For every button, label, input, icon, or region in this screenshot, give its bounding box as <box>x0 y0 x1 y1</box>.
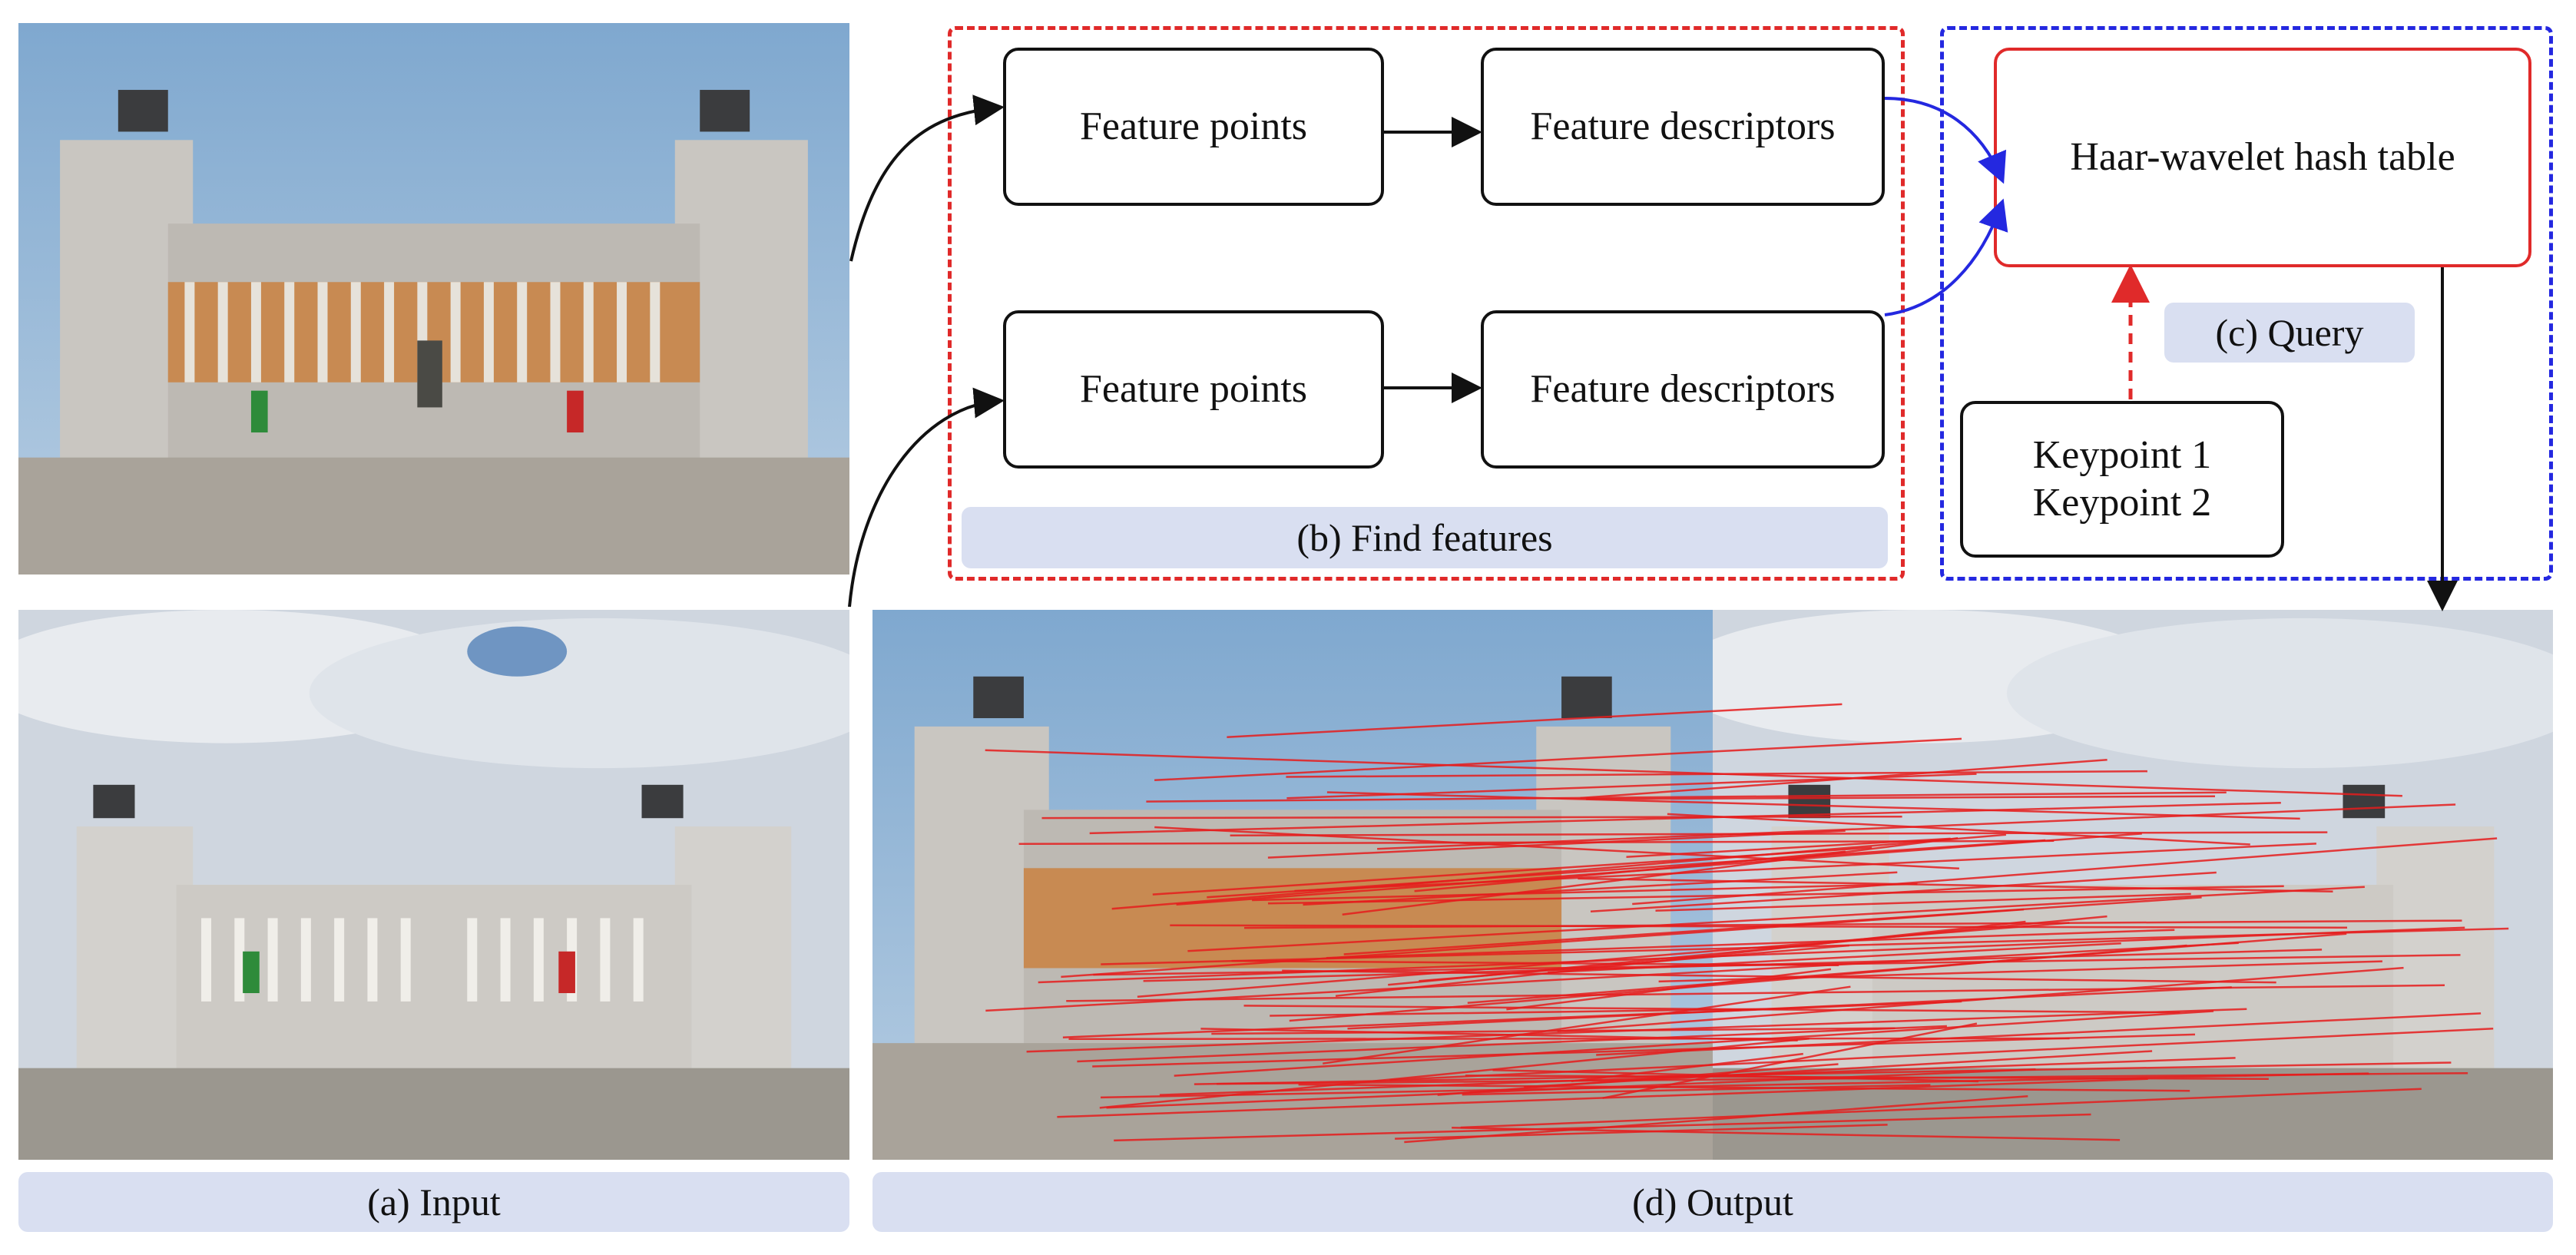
feature-descriptors-box-2: Feature descriptors <box>1481 310 1885 469</box>
feature-descriptors-box-1: Feature descriptors <box>1481 48 1885 206</box>
keypoint-1-label: Keypoint 1 <box>2032 432 2212 477</box>
output-image-left <box>872 610 1713 1160</box>
feature-points-box-2: Feature points <box>1003 310 1384 469</box>
input-image-bottom <box>18 610 849 1160</box>
output-image-right <box>1713 610 2553 1160</box>
input-image-top <box>18 23 849 575</box>
hash-table-box: Haar-wavelet hash table <box>1994 48 2531 267</box>
keypoint-box: Keypoint 1 Keypoint 2 <box>1960 401 2284 558</box>
input-caption: (a) Input <box>18 1172 849 1232</box>
feature-points-box-1: Feature points <box>1003 48 1384 206</box>
find-features-caption: (b) Find features <box>962 507 1888 568</box>
query-caption: (c) Query <box>2164 303 2415 363</box>
keypoint-2-label: Keypoint 2 <box>2032 481 2212 525</box>
output-caption: (d) Output <box>872 1172 2553 1232</box>
